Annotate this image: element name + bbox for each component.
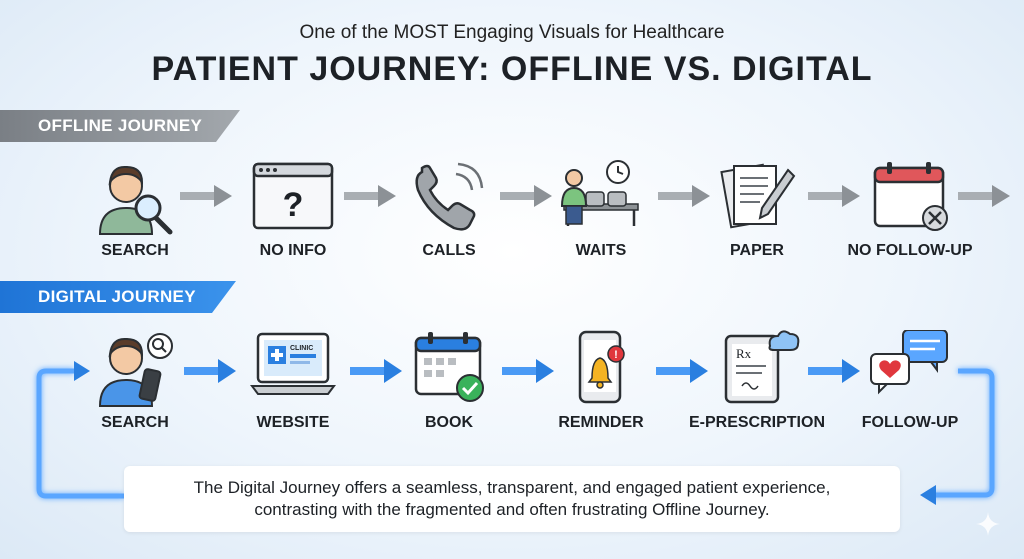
digital-step-book: BOOK <box>374 330 524 432</box>
person-phone-icon <box>98 333 173 407</box>
offline-step-label: NO FOLLOW-UP <box>847 242 973 259</box>
digital-step-label: SEARCH <box>101 414 169 431</box>
offline-step-no-follow-up: NO FOLLOW-UP <box>835 158 985 260</box>
offline-arrow-3 <box>500 185 552 207</box>
sparkle-icon <box>976 512 1000 536</box>
offline-arrow-5 <box>808 185 860 207</box>
digital-step-website: CLINIC WEBSITE <box>218 330 368 432</box>
offline-journey-banner: OFFLINE JOURNEY <box>0 110 240 142</box>
summary-line-1: The Digital Journey offers a seamless, t… <box>193 478 831 497</box>
rx-text: Rx <box>736 346 752 361</box>
svg-text:?: ? <box>283 186 304 224</box>
paper-forms-icon <box>720 163 796 229</box>
question-window-icon: ? <box>252 162 334 230</box>
digital-arrow-3 <box>502 359 554 383</box>
subtitle: One of the MOST Engaging Visuals for Hea… <box>299 22 725 43</box>
offline-step-label: WAITS <box>575 242 627 259</box>
waiting-room-icon <box>560 160 639 226</box>
digital-step-follow-up: FOLLOW-UP <box>835 330 985 432</box>
digital-arrow-2 <box>350 359 402 383</box>
offline-step-paper: PAPER <box>682 158 832 260</box>
summary-line-2: contrasting with the fragmented and ofte… <box>254 500 770 519</box>
calendar-check-icon <box>414 332 484 402</box>
offline-step-waits: WAITS <box>526 158 676 260</box>
summary-note: The Digital Journey offers a seamless, t… <box>124 466 900 532</box>
digital-step-search: SEARCH <box>60 330 210 432</box>
offline-step-label: CALLS <box>422 242 476 259</box>
digital-step-label: E-PRESCRIPTION <box>688 414 825 431</box>
digital-step-label: WEBSITE <box>256 414 330 431</box>
clinic-text: CLINIC <box>290 345 313 352</box>
digital-step-e-prescription: Rx E-PRESCRIPTION <box>682 330 832 432</box>
digital-step-reminder: ! REMINDER <box>526 330 676 432</box>
digital-step-label: REMINDER <box>558 414 644 431</box>
offline-step-calls: CALLS <box>374 158 524 260</box>
chat-heart-icon <box>870 330 948 395</box>
offline-step-no-info: ? NO INFO <box>218 158 368 260</box>
digital-step-label: BOOK <box>425 414 473 431</box>
offline-step-search: SEARCH <box>60 158 210 260</box>
digital-arrow-4 <box>656 359 708 383</box>
offline-arrow-1 <box>180 185 232 207</box>
phone-bell-icon: ! <box>578 330 625 404</box>
e-prescription-icon: Rx <box>724 330 800 404</box>
digital-arrow-1 <box>184 359 236 383</box>
offline-arrow-2 <box>344 185 396 207</box>
clinic-laptop-icon: CLINIC <box>250 332 336 395</box>
phone-icon <box>415 162 484 231</box>
person-magnifier-icon <box>98 165 173 235</box>
offline-arrow-6 <box>958 185 1010 207</box>
svg-text:!: ! <box>614 349 618 361</box>
digital-arrow-5 <box>808 359 860 383</box>
offline-step-label: SEARCH <box>101 242 169 259</box>
offline-arrow-4 <box>658 185 710 207</box>
digital-journey-banner: DIGITAL JOURNEY <box>0 281 236 313</box>
digital-step-label: FOLLOW-UP <box>861 414 959 431</box>
offline-step-label: NO INFO <box>259 242 327 259</box>
page-title: PATIENT JOURNEY: OFFLINE VS. DIGITAL <box>151 50 873 88</box>
offline-step-label: PAPER <box>730 242 784 259</box>
calendar-x-icon <box>873 162 948 231</box>
